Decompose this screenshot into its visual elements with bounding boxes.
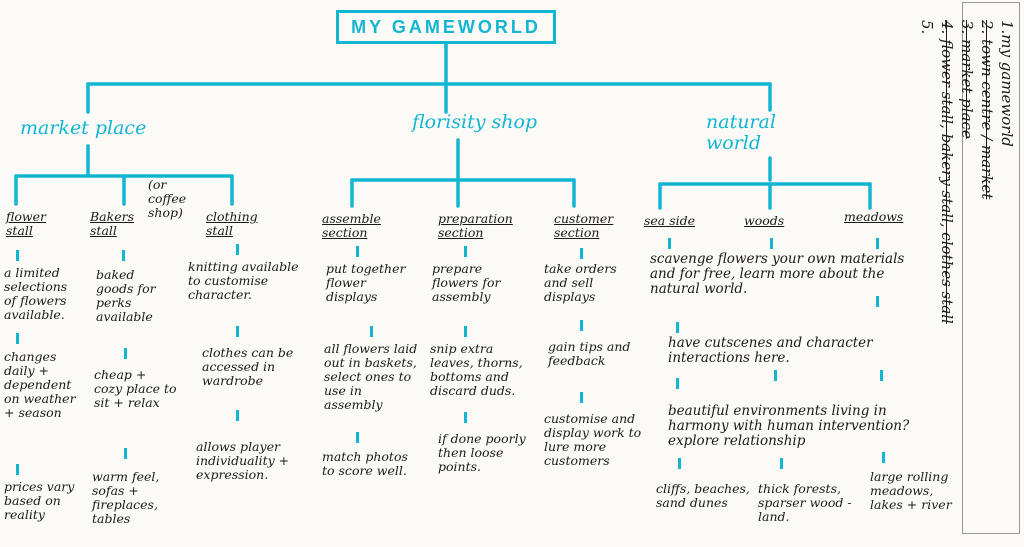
clothing-item-1: knitting available to customise characte… — [188, 259, 299, 302]
sub-bakers-stall: Bakers stall — [90, 209, 135, 238]
preparation-item-1: prepare flowers for assembly — [432, 261, 501, 304]
customer-item-1: take orders and sell displays — [544, 261, 617, 304]
bakers-item-1: baked goods for perks available — [96, 267, 156, 324]
title-box: MY GAMEWORLD — [336, 10, 556, 44]
branch-florisity-shop: florisity shop — [412, 111, 538, 133]
side-list-item-3: 3. market place — [958, 20, 976, 139]
preparation-item-2: snip extra leaves, thorns, bottoms and d… — [430, 341, 523, 398]
assemble-item-1: put together flower displays — [326, 261, 406, 304]
flower-item-2: changes daily + dependent on weather + s… — [4, 349, 76, 420]
sub-preparation-section: preparation section — [438, 211, 513, 240]
bakers-item-2: cheap + cozy place to sit + relax — [94, 367, 177, 410]
branch-natural-world: natural world — [706, 111, 776, 155]
assemble-item-2: all flowers laid out in baskets, select … — [324, 341, 418, 412]
sub-clothing-stall: clothing stall — [206, 209, 258, 238]
customer-item-3: customise and display work to lure more … — [544, 411, 642, 468]
natural-note-1: scavenge flowers your own materials and … — [650, 251, 905, 298]
side-list-item-1: 1.my gameworld — [998, 20, 1016, 147]
flower-item-1: a limited selections of flowers availabl… — [4, 265, 68, 322]
customer-item-2: gain tips and feedback — [548, 339, 631, 368]
sub-woods: woods — [744, 213, 785, 228]
side-list-item-2: 2. town centre / market — [978, 20, 996, 200]
page-title: MY GAMEWORLD — [351, 16, 541, 37]
flower-item-3: prices vary based on reality — [4, 479, 75, 522]
sub-flower-stall: flower stall — [6, 209, 46, 238]
sub-meadows: meadows — [844, 209, 904, 224]
bakers-item-3: warm feel, sofas + fireplaces, tables — [92, 469, 160, 526]
sub-assemble-section: assemble section — [322, 211, 381, 240]
side-list-item-4: 4. flower stall, bakery stall, clothes s… — [938, 20, 956, 324]
sub-sea-side: sea side — [644, 213, 696, 228]
natural-note-2: have cutscenes and character interaction… — [668, 335, 873, 367]
clothing-item-2: clothes can be accessed in wardrobe — [202, 345, 294, 388]
branch-market-place: market place — [20, 117, 147, 139]
clothing-item-3: allows player individuality + expression… — [196, 439, 290, 482]
natural-note-3: beautiful environments living in harmony… — [668, 403, 910, 450]
sub-bakers-note: (or coffee shop) — [148, 177, 187, 220]
assemble-item-3: match photos to score well. — [322, 449, 408, 478]
seaside-item-1: cliffs, beaches, sand dunes — [656, 481, 750, 510]
woods-item-1: thick forests, sparser wood -land. — [758, 481, 852, 524]
side-list-box — [962, 2, 1020, 534]
sub-customer-section: customer section — [554, 211, 614, 240]
preparation-item-3: if done poorly then loose points. — [438, 431, 526, 474]
side-list-item-5: 5. — [918, 20, 936, 35]
meadows-item-1: large rolling meadows, lakes + river — [870, 469, 952, 512]
